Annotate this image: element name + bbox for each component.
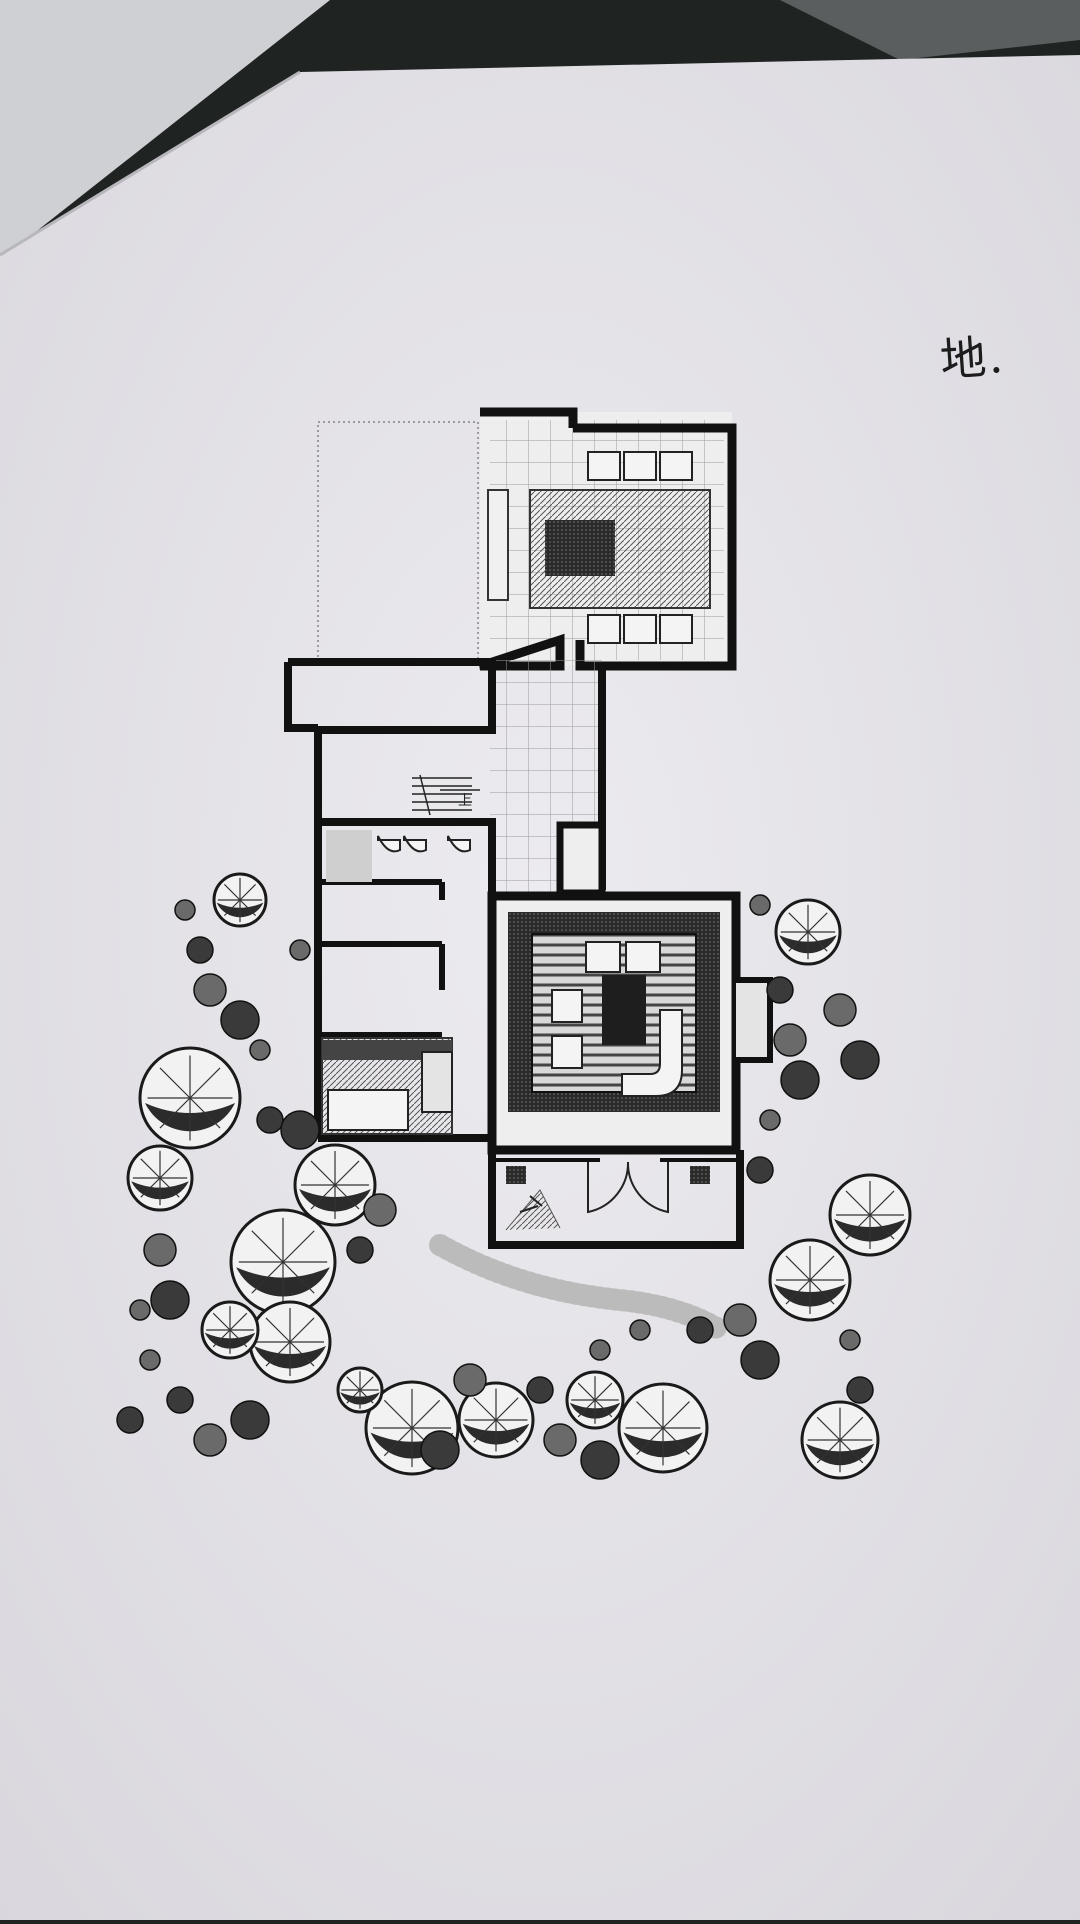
shrub-icon (759, 1109, 781, 1131)
device-edge (780, 0, 1080, 60)
tree-icon (229, 1208, 337, 1316)
shrub-icon (589, 1339, 611, 1361)
shrub-icon (139, 1349, 161, 1371)
shrub-icon (420, 1430, 460, 1470)
tree-icon (293, 1143, 377, 1227)
shrub-icon (150, 1280, 190, 1320)
shrub-icon (220, 1000, 260, 1040)
shrub-icon (740, 1340, 780, 1380)
shrub-icon (526, 1376, 554, 1404)
tree-icon (828, 1173, 912, 1257)
corridor-column (556, 821, 606, 897)
shrub-icon (129, 1299, 151, 1321)
shrub-icon (773, 1023, 807, 1057)
tree-icon (457, 1381, 535, 1459)
shrub-icon (280, 1110, 320, 1150)
shrub-icon (143, 1233, 177, 1267)
tree-icon (248, 1300, 332, 1384)
upper-hall (317, 407, 737, 671)
sofa-icon (551, 941, 683, 1097)
tree-icon (126, 1144, 194, 1212)
shrub-icon (823, 993, 857, 1027)
garden-path (429, 1234, 731, 1341)
shrub-icon (543, 1423, 577, 1457)
corridor (490, 660, 606, 910)
shrub-icon (174, 899, 196, 921)
shrub-icon (840, 1040, 880, 1080)
shrub-icon (289, 939, 311, 961)
shrub-icon (749, 894, 771, 916)
handwritten-note: 地. (938, 328, 1007, 388)
shrub-icon (186, 936, 214, 964)
coffee-table (602, 975, 646, 1045)
shrub-icon (230, 1400, 270, 1440)
side-wing-walls (288, 658, 496, 1135)
shrub-icon (166, 1386, 194, 1414)
tree-icon (768, 1238, 852, 1322)
kitchen-counter (326, 830, 372, 882)
shrub-icon (766, 976, 794, 1004)
tree-icon (200, 1300, 260, 1360)
bay-window (736, 977, 773, 1063)
tree-icon (617, 1382, 709, 1474)
porch-planter (505, 1189, 561, 1231)
shrub-icon (193, 973, 227, 1007)
shrub-icon (686, 1316, 714, 1344)
tree-icon (212, 872, 268, 928)
living-room (487, 891, 773, 1155)
shrub-icon (746, 1156, 774, 1184)
porch-walls (488, 1150, 744, 1249)
shrub-icon (346, 1236, 374, 1264)
tree-icon (800, 1400, 880, 1480)
shrub-icon (193, 1423, 227, 1457)
shrub-icon (839, 1329, 861, 1351)
shrub-icon (249, 1039, 271, 1061)
shrub-icon (363, 1193, 397, 1227)
side-wing (284, 658, 496, 1135)
hall-cabinet (487, 489, 509, 601)
entry-porch (488, 1150, 744, 1249)
fixtures-icon (377, 835, 471, 853)
table-icon (545, 520, 615, 576)
shrub-icon (256, 1106, 284, 1134)
curled-sheet-corner (0, 0, 330, 260)
tree-icon (774, 898, 842, 966)
shrub-icon (846, 1376, 874, 1404)
stair-icon (412, 774, 480, 816)
shrub-icon (629, 1319, 651, 1341)
shrub-icon (453, 1363, 487, 1397)
tree-icon (138, 1046, 242, 1150)
tree-icon (336, 1366, 384, 1414)
shrub-icon (116, 1406, 144, 1434)
tree-icon (565, 1370, 625, 1430)
stair-label: 上 (458, 793, 472, 809)
door-swing-icon (587, 1161, 669, 1214)
shrub-icon (780, 1060, 820, 1100)
shrub-icon (723, 1303, 757, 1337)
sofa-icon (587, 451, 693, 644)
landscape-trees (116, 872, 912, 1480)
shrub-icon (580, 1440, 620, 1480)
